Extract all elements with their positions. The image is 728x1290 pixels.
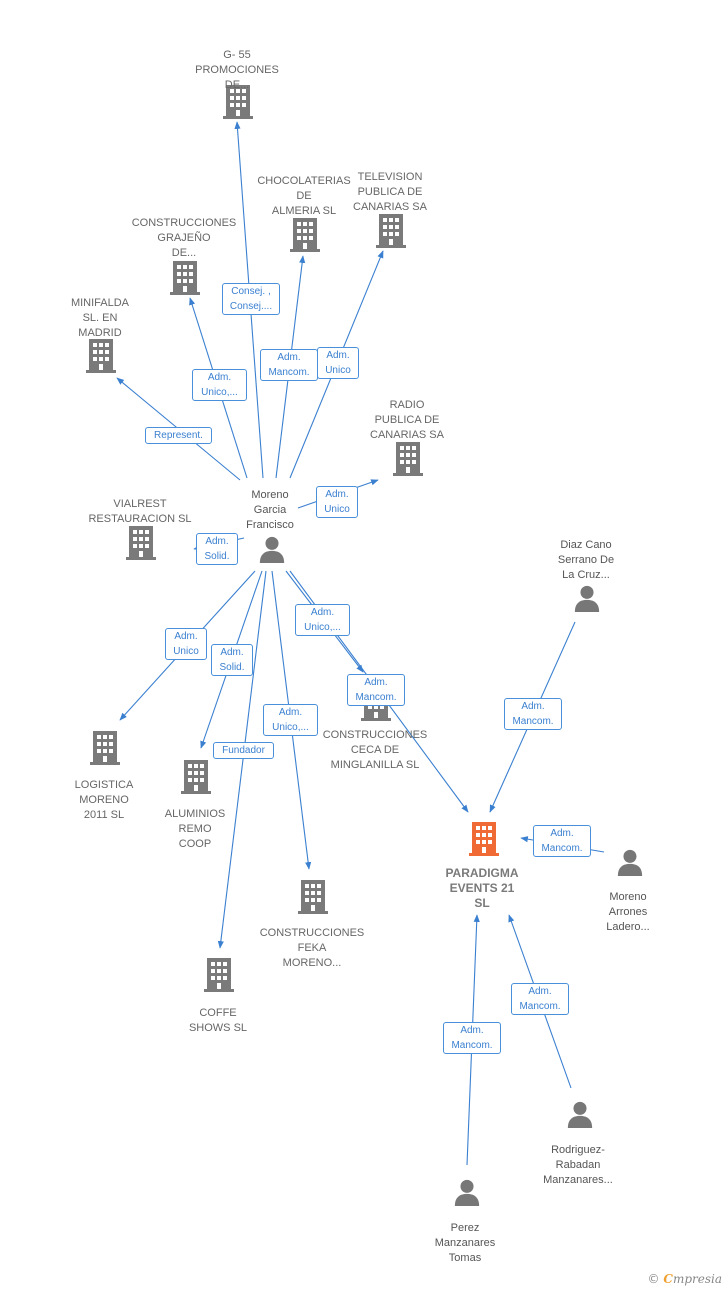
node-label-rodriguez[interactable]: Rodriguez- Rabadan Manzanares... bbox=[543, 1144, 613, 1186]
node-label-minifalda[interactable]: MINIFALDA SL. EN MADRID bbox=[70, 297, 130, 339]
edge-label-moreno-to-vialrest[interactable]: Adm. Solid. bbox=[196, 533, 238, 565]
edge-label-moreno-to-minifalda[interactable]: Represent. bbox=[145, 427, 212, 444]
edge-label-moreno-to-choco[interactable]: Adm. Mancom. bbox=[260, 349, 318, 381]
node-label-aluminios[interactable]: ALUMINIOS REMO COOP bbox=[164, 808, 226, 850]
edge-label-moreno-to-aluminios[interactable]: Adm. Solid. bbox=[211, 644, 253, 676]
edge-label-moreno-to-radio[interactable]: Adm. Unico bbox=[316, 486, 358, 518]
node-label-logistica[interactable]: LOGISTICA MORENO 2011 SL bbox=[74, 779, 134, 821]
building-icon-minifalda[interactable] bbox=[86, 339, 116, 373]
node-label-coffe[interactable]: COFFE SHOWS SL bbox=[188, 1007, 248, 1034]
node-label-vialrest[interactable]: VIALREST RESTAURACION SL bbox=[88, 498, 192, 525]
node-label-feka[interactable]: CONSTRUCCIONES FEKA MORENO... bbox=[259, 927, 365, 969]
edge-label-moreno-to-logistica[interactable]: Adm. Unico bbox=[165, 628, 207, 660]
building-icon-tv[interactable] bbox=[376, 214, 406, 248]
node-label-choco[interactable]: CHOCOLATERIAS DE ALMERIA SL bbox=[257, 175, 351, 217]
building-icon-vialrest[interactable] bbox=[126, 526, 156, 560]
node-label-ceca[interactable]: CONSTRUCCIONES CECA DE MINGLANILLA SL bbox=[322, 729, 428, 771]
edge-label-moreno-to-feka[interactable]: Adm. Unico,... bbox=[263, 704, 318, 736]
edge-moreno-to-coffe bbox=[217, 570, 267, 949]
empresia-logo: © Cmpresia bbox=[647, 1272, 722, 1286]
building-icon-feka[interactable] bbox=[298, 880, 328, 914]
edge-label-perez-to-paradigma[interactable]: Adm. Mancom. bbox=[443, 1022, 501, 1054]
person-icon-moreno[interactable] bbox=[259, 536, 285, 563]
building-icon-radio[interactable] bbox=[393, 442, 423, 476]
node-label-arrones[interactable]: Moreno Arrones Ladero... bbox=[606, 891, 650, 933]
edge-label-diaz-to-paradigma[interactable]: Adm. Mancom. bbox=[504, 698, 562, 730]
node-label-tv[interactable]: TELEVISION PUBLICA DE CANARIAS SA bbox=[353, 171, 427, 213]
node-label-perez[interactable]: Perez Manzanares Tomas bbox=[434, 1222, 496, 1264]
building-icon-coffe[interactable] bbox=[204, 958, 234, 992]
edge-label-rodriguez-to-paradigma[interactable]: Adm. Mancom. bbox=[511, 983, 569, 1015]
node-label-grajeno[interactable]: CONSTRUCCIONES GRAJEÑO DE... bbox=[131, 217, 237, 259]
edge-label-moreno-to-g55[interactable]: Consej. , Consej.... bbox=[222, 283, 280, 315]
edge-label-moreno-to-grajeno[interactable]: Adm. Unico,... bbox=[192, 369, 247, 401]
node-label-moreno[interactable]: Moreno Garcia Francisco bbox=[246, 489, 294, 531]
building-icon-logistica[interactable] bbox=[90, 731, 120, 765]
focus-building-icon-paradigma[interactable] bbox=[469, 822, 499, 856]
node-label-radio[interactable]: RADIO PUBLICA DE CANARIAS SA bbox=[370, 399, 444, 441]
building-icon-aluminios[interactable] bbox=[181, 760, 211, 794]
edge-label-moreno-to-paradigma[interactable]: Adm. Mancom. bbox=[347, 674, 405, 706]
building-icon-choco[interactable] bbox=[290, 218, 320, 252]
node-label-g55[interactable]: G- 55 PROMOCIONES DE... bbox=[195, 49, 279, 91]
building-icon-grajeno[interactable] bbox=[170, 261, 200, 295]
person-icon-arrones[interactable] bbox=[617, 849, 643, 876]
person-icon-rodriguez[interactable] bbox=[567, 1101, 593, 1128]
edge-label-moreno-to-coffe[interactable]: Fundador bbox=[213, 742, 274, 759]
person-icon-perez[interactable] bbox=[454, 1179, 480, 1206]
edge-label-moreno-to-tv[interactable]: Adm. Unico bbox=[317, 347, 359, 379]
edge-label-moreno-to-ceca[interactable]: Adm. Unico,... bbox=[295, 604, 350, 636]
node-label-diaz[interactable]: Diaz Cano Serrano De La Cruz... bbox=[557, 539, 615, 581]
person-icon-diaz[interactable] bbox=[574, 585, 600, 612]
edge-label-arrones-to-paradigma[interactable]: Adm. Mancom. bbox=[533, 825, 591, 857]
node-label-paradigma[interactable]: PARADIGMA EVENTS 21 SL bbox=[445, 866, 519, 910]
